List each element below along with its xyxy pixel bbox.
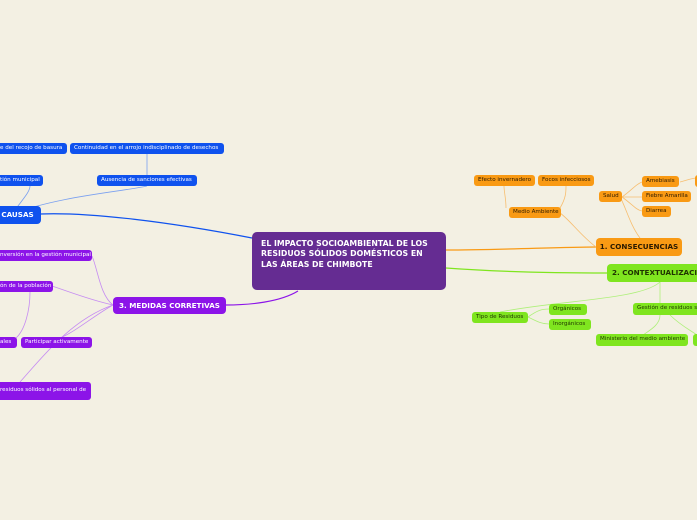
link-medidas-participar [59, 304, 114, 339]
link-central-causas [39, 213, 253, 239]
link-central-consecuencias [445, 246, 597, 251]
node-gestion-residuos[interactable]: Gestión de residuos s [633, 303, 697, 315]
node-gestion-municipal[interactable]: tión municipal [0, 175, 43, 186]
node-diarrea[interactable]: Diarrea [642, 206, 671, 217]
node-inorganicos[interactable]: Inorgánicos [549, 319, 591, 330]
link-medio-focos [559, 185, 567, 209]
node-ausencia-sanciones[interactable]: Ausencia de sanciones efectivas [97, 175, 197, 186]
topic-medidas-corretivas[interactable]: 3. MEDIDAS CORRETIVAS [113, 297, 226, 314]
link-tipo-inorganicos [527, 316, 550, 325]
node-residuos-personal[interactable]: residuos sólidos al personal de [0, 382, 91, 400]
node-efecto-invernadero[interactable]: Efecto invernadero [474, 175, 535, 186]
node-educacion-poblacion[interactable]: ón de la población [0, 281, 53, 292]
node-locales[interactable]: ales [0, 337, 17, 348]
link-central-medidas [225, 290, 299, 306]
link-central-contextualizacion [445, 267, 608, 274]
node-amebiasis[interactable]: Amebiasis [642, 176, 679, 187]
link-tipo-organicos [527, 308, 550, 318]
node-offscreen-consecuencias[interactable] [695, 175, 697, 187]
link-salud-diarrea [621, 196, 643, 212]
node-medio-ambiente[interactable]: Medio Ambiente [509, 207, 561, 218]
link-salud-amebiasis [621, 181, 643, 198]
node-organicos[interactable]: Orgánicos [549, 304, 587, 315]
link-context-tipo [499, 281, 661, 313]
link-consecuencias-medio [559, 212, 597, 248]
node-inversion-gestion[interactable]: nversión en la gestión municipal [0, 250, 92, 261]
node-fiebre-amarilla[interactable]: Fiebre Amarilla [642, 191, 691, 202]
node-tipo-residuos[interactable]: Tipo de Residuos [472, 312, 528, 323]
node-offscreen-contextualizacion[interactable] [693, 334, 697, 346]
link-gestion-ministerio [642, 314, 661, 336]
link-poblacion-locales [15, 291, 31, 339]
link-medio-efecto [503, 185, 507, 209]
link-gestion-right [669, 314, 697, 336]
node-continuidad-arrojo[interactable]: Continuidad en el arrojo indisciplinado … [70, 143, 224, 154]
node-salud[interactable]: Salud [599, 191, 622, 202]
link-medidas-poblacion [51, 285, 114, 306]
node-participar-activamente[interactable]: Participar activamente [21, 337, 92, 348]
node-ministerio-ambiente[interactable]: Ministerio del medio ambiente [596, 334, 688, 346]
node-recojo-basura[interactable]: e del recojo de basura [0, 143, 67, 154]
link-medidas-inversion [91, 255, 114, 306]
node-focos-infecciosos[interactable]: Focos infecciosos [538, 175, 594, 186]
topic-causas[interactable]: CAUSAS [0, 206, 41, 224]
central-topic[interactable]: EL IMPACTO SOCIOAMBIENTAL DE LOS RESIDUO… [252, 232, 446, 290]
topic-consecuencias[interactable]: 1. CONSECUENCIAS [596, 238, 682, 256]
topic-contextualizacion[interactable]: 2. CONTEXTUALIZACI [607, 264, 697, 282]
